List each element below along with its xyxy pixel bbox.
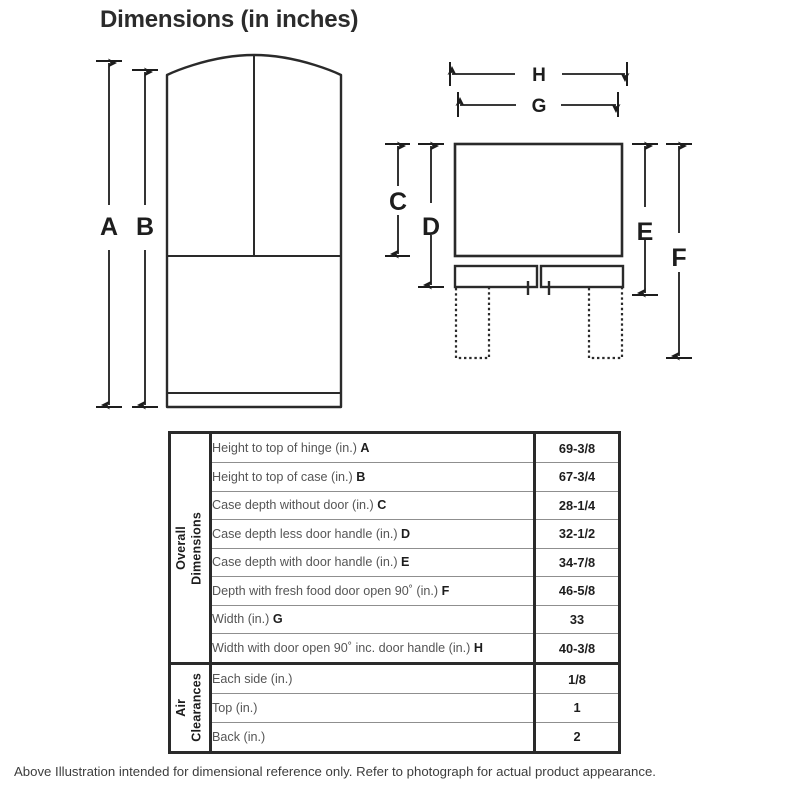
table-row: Top (in.) 1 bbox=[212, 693, 618, 723]
dimension-line-h: H bbox=[447, 62, 630, 86]
dimension-line-b: B bbox=[132, 67, 158, 410]
table-row: Height to top of hinge (in.) A 69-3/8 bbox=[212, 434, 618, 463]
row-value: 69-3/8 bbox=[534, 434, 618, 463]
dimension-line-f: F bbox=[666, 141, 692, 361]
row-value: 2 bbox=[573, 729, 581, 744]
row-description-text: Depth with fresh food door open 90˚ (in.… bbox=[212, 583, 439, 598]
group-header-cell-overall: Overall Dimensions bbox=[168, 431, 212, 665]
row-description: Each side (in.) bbox=[212, 665, 536, 694]
row-value: 40-3/8 bbox=[558, 640, 596, 656]
row-description-text: Height to top of case (in.) bbox=[212, 469, 353, 484]
door-swing-dotted-right bbox=[587, 288, 624, 360]
row-description-text: Case depth with door handle (in.) bbox=[212, 555, 398, 570]
row-value: 33 bbox=[534, 605, 618, 634]
row-description: Top (in.) bbox=[212, 693, 536, 723]
group-label-overall: Overall Dimensions bbox=[174, 511, 204, 585]
table-row: Depth with fresh food door open 90˚ (in.… bbox=[212, 576, 618, 606]
dimension-line-c: C bbox=[385, 141, 410, 259]
row-letter: F bbox=[441, 583, 450, 598]
table-row: Back (in.) 2 bbox=[212, 722, 618, 751]
group-header-cell-air-clearances: Air Clearances bbox=[168, 662, 212, 754]
dimension-drawings: A B bbox=[96, 53, 692, 410]
dimension-line-a: A bbox=[96, 58, 122, 410]
row-letter: D bbox=[401, 526, 411, 541]
row-value: 1 bbox=[534, 693, 618, 723]
row-value: 28-1/4 bbox=[534, 491, 618, 520]
group-label-air-clearances: Air Clearances bbox=[174, 673, 204, 743]
door-swing-dotted-left bbox=[454, 288, 491, 360]
svg-text:D: D bbox=[422, 213, 440, 241]
table-row: Each side (in.) 1/8 bbox=[212, 665, 618, 694]
row-value: 46-5/8 bbox=[534, 576, 618, 606]
row-description: Back (in.) bbox=[212, 722, 536, 751]
dimension-line-e: E bbox=[632, 141, 658, 298]
table-group-air-clearances: Air Clearances Each side (in.) 1/8 Top (… bbox=[168, 662, 621, 754]
table-row: Width (in.) G 33 bbox=[212, 605, 618, 634]
row-description-text: Back (in.) bbox=[212, 729, 266, 744]
row-description: Case depth with door handle (in.) E bbox=[212, 548, 536, 577]
svg-text:C: C bbox=[389, 188, 407, 216]
table-row: Case depth with door handle (in.) E 34-7… bbox=[212, 548, 618, 577]
row-letter: C bbox=[377, 498, 387, 513]
row-value: 1/8 bbox=[534, 665, 618, 694]
footnote-text: Above Illustration intended for dimensio… bbox=[14, 764, 656, 779]
row-description-text: Width with door open 90˚ inc. door handl… bbox=[212, 641, 471, 655]
row-value: 32-1/2 bbox=[534, 519, 618, 549]
row-letter: H bbox=[473, 641, 483, 655]
row-letter: A bbox=[360, 441, 370, 455]
table-row: Width with door open 90˚ inc. door handl… bbox=[212, 633, 618, 662]
row-description: Width with door open 90˚ inc. door handl… bbox=[212, 633, 536, 662]
table-row: Case depth less door handle (in.) D 32-1… bbox=[212, 519, 618, 549]
front-view-outline bbox=[165, 53, 343, 409]
row-description: Case depth without door (in.) C bbox=[212, 491, 536, 520]
table-group-overall: Overall Dimensions Height to top of hing… bbox=[168, 431, 621, 665]
svg-text:E: E bbox=[637, 218, 654, 246]
group-rows-overall: Height to top of hinge (in.) A 69-3/8 He… bbox=[210, 431, 621, 665]
row-description: Height to top of hinge (in.) A bbox=[212, 434, 536, 463]
group-rows-air-clearances: Each side (in.) 1/8 Top (in.) 1 Back (in… bbox=[210, 662, 621, 754]
row-value: 34-7/8 bbox=[534, 548, 618, 577]
row-value: 67-3/4 bbox=[534, 462, 618, 492]
row-description-text: Case depth without door (in.) bbox=[212, 498, 374, 513]
svg-text:G: G bbox=[532, 96, 547, 117]
row-letter: E bbox=[401, 555, 410, 570]
table-row: Height to top of case (in.) B 67-3/4 bbox=[212, 462, 618, 492]
top-view-outline bbox=[453, 142, 625, 295]
row-description-text: Width (in.) bbox=[212, 612, 270, 627]
svg-text:F: F bbox=[671, 244, 686, 272]
page-title: Dimensions (in inches) bbox=[100, 6, 359, 33]
svg-text:H: H bbox=[532, 65, 546, 86]
row-letter: B bbox=[356, 469, 366, 484]
row-description-text: Height to top of hinge (in.) bbox=[212, 441, 357, 455]
dimensions-table: Overall Dimensions Height to top of hing… bbox=[168, 431, 621, 754]
row-description-text: Each side (in.) bbox=[212, 672, 293, 686]
row-description-text: Top (in.) bbox=[212, 700, 258, 715]
row-description: Width (in.) G bbox=[212, 605, 536, 634]
row-letter: G bbox=[272, 612, 283, 627]
table-row: Case depth without door (in.) C 28-1/4 bbox=[212, 491, 618, 520]
row-description-text: Case depth less door handle (in.) bbox=[212, 526, 398, 541]
row-description: Case depth less door handle (in.) D bbox=[212, 519, 536, 549]
dimension-line-d: D bbox=[418, 141, 444, 290]
svg-text:A: A bbox=[100, 213, 118, 241]
row-description: Depth with fresh food door open 90˚ (in.… bbox=[212, 576, 536, 606]
svg-text:B: B bbox=[136, 213, 154, 241]
dimension-line-g: G bbox=[455, 92, 621, 117]
dimensions-table-body: Overall Dimensions Height to top of hing… bbox=[168, 431, 621, 754]
row-description: Height to top of case (in.) B bbox=[212, 462, 536, 492]
